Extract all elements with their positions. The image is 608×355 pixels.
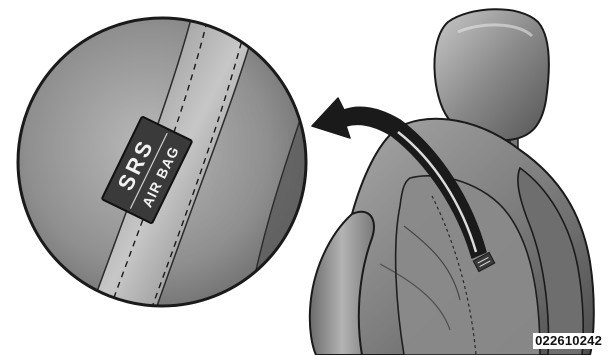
magnified-detail: SRS AIR BAG (18, 0, 320, 355)
figure-code: 022610242 (533, 333, 604, 349)
